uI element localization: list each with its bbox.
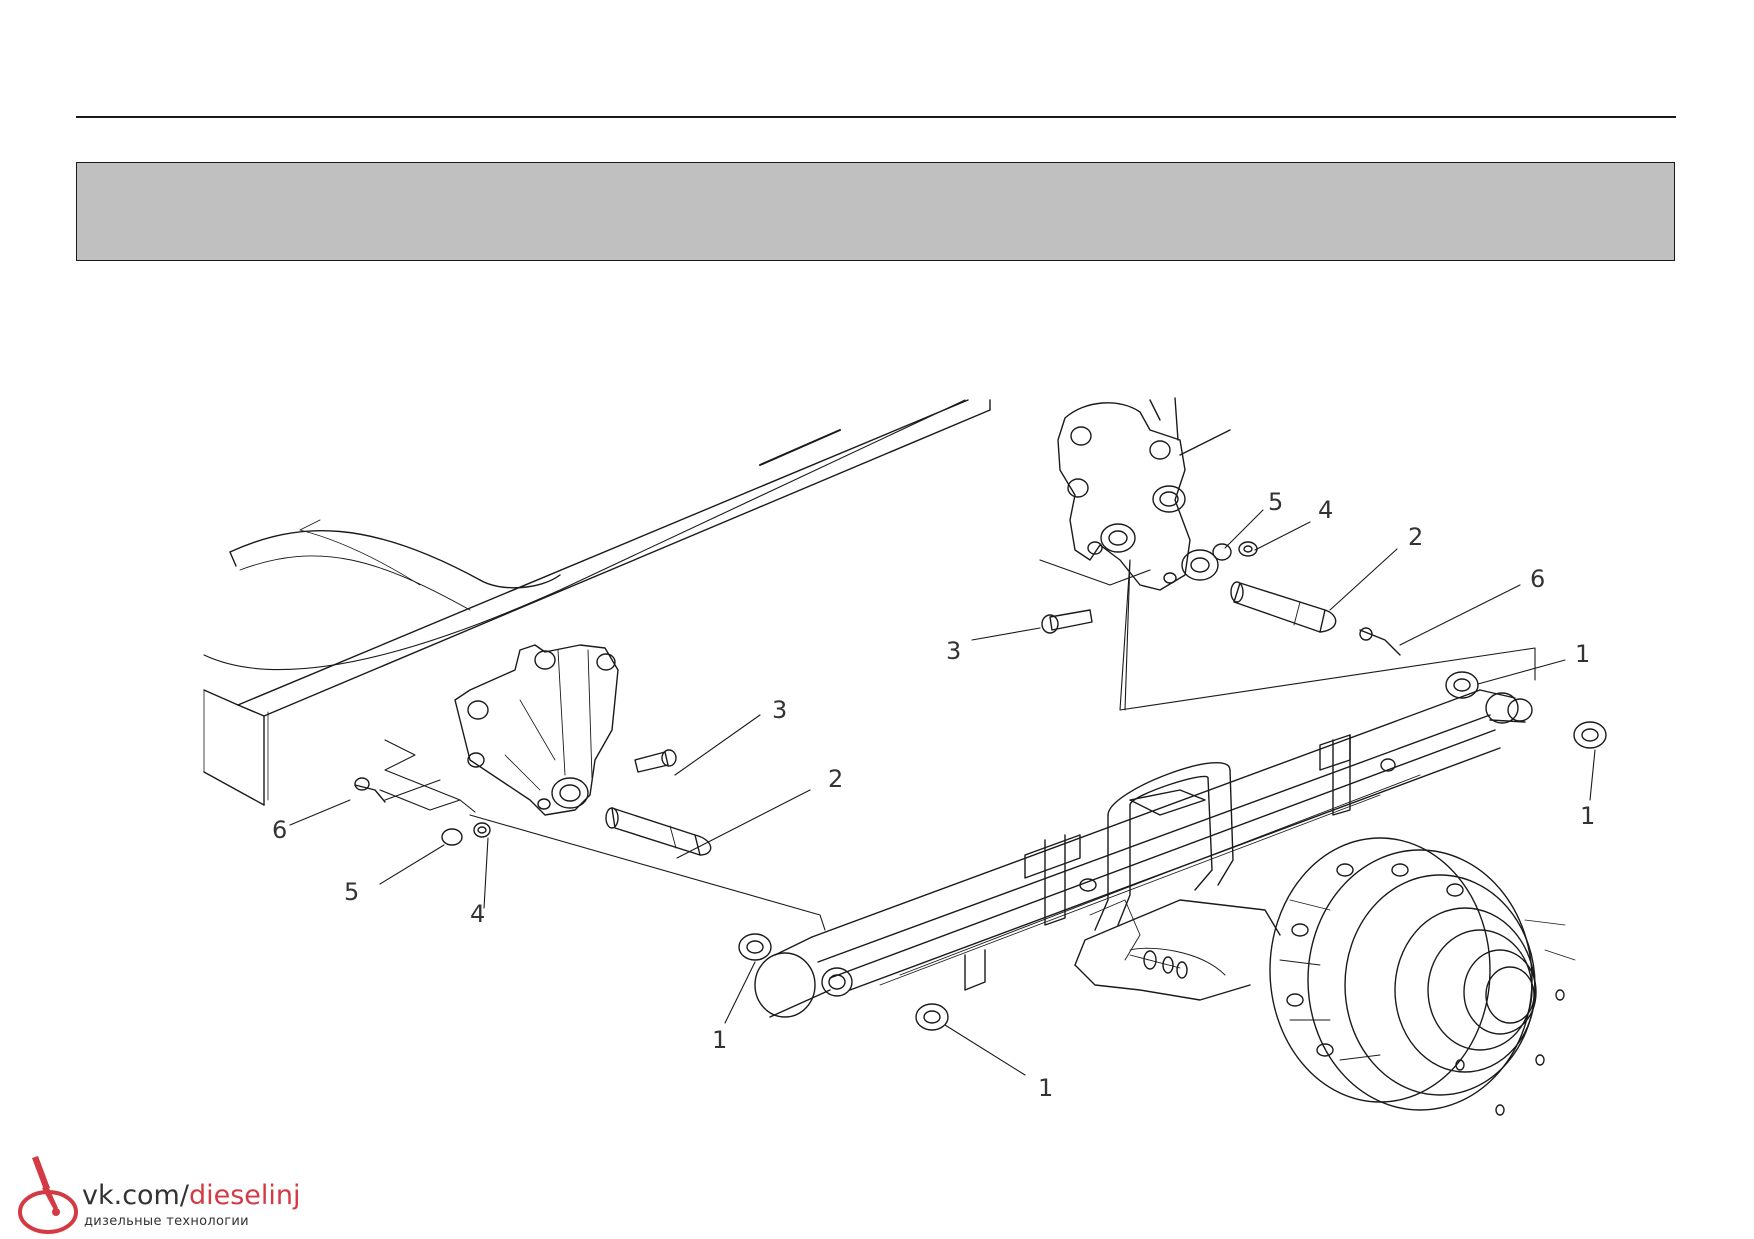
leader-lines — [289, 509, 1596, 1076]
callout-5-left: 5 — [344, 878, 359, 906]
callout-3-left: 3 — [772, 696, 787, 724]
front-grease-nipple — [354, 777, 386, 803]
injector-logo-icon — [18, 1156, 78, 1234]
callout-1-front-left: 1 — [712, 1026, 727, 1054]
callout-6-right: 6 — [1530, 565, 1545, 593]
callout-1-right-bottom: 1 — [1580, 802, 1595, 830]
callout-2-right: 2 — [1408, 523, 1423, 551]
rear-hanger-bracket — [1057, 397, 1231, 591]
header-band — [76, 162, 1675, 261]
callout-labels: 1 1 2 3 4 5 6 1 1 2 3 4 5 6 — [272, 488, 1595, 1102]
u-bolts — [964, 734, 1396, 991]
assembly-lines — [379, 559, 1536, 931]
bushings — [738, 671, 1607, 1031]
callout-4-right: 4 — [1318, 496, 1333, 524]
frame-rail — [203, 399, 991, 806]
watermark-url-accent: dieselinj — [188, 1180, 301, 1211]
top-rule — [76, 116, 1676, 118]
watermark-url: vk.com/dieselinj — [82, 1180, 301, 1211]
leaf-spring — [754, 689, 1533, 1018]
front-nut-washer — [441, 822, 491, 846]
rear-bolt — [1041, 609, 1093, 634]
front-hanger-bracket — [454, 644, 619, 816]
callout-5-right: 5 — [1268, 488, 1283, 516]
front-bolt — [634, 749, 677, 773]
callout-2-left: 2 — [828, 765, 843, 793]
callout-1-right-top: 1 — [1575, 640, 1590, 668]
rear-shackle-pin — [1230, 581, 1337, 633]
watermark: vk.com/dieselinj дизельные технологии — [14, 1150, 314, 1235]
axle-hub-assembly — [1074, 837, 1576, 1116]
callout-6-left: 6 — [272, 816, 287, 844]
callout-1-front-bottom: 1 — [1038, 1074, 1053, 1102]
rear-grease-nipple — [1359, 627, 1401, 656]
rear-nut-washer — [1212, 541, 1258, 561]
watermark-subtitle: дизельные технологии — [84, 1214, 249, 1229]
callout-4-left: 4 — [470, 900, 485, 928]
watermark-url-prefix: vk.com/ — [82, 1180, 189, 1211]
front-spring-pin — [605, 807, 712, 856]
callout-3-right: 3 — [946, 637, 961, 665]
